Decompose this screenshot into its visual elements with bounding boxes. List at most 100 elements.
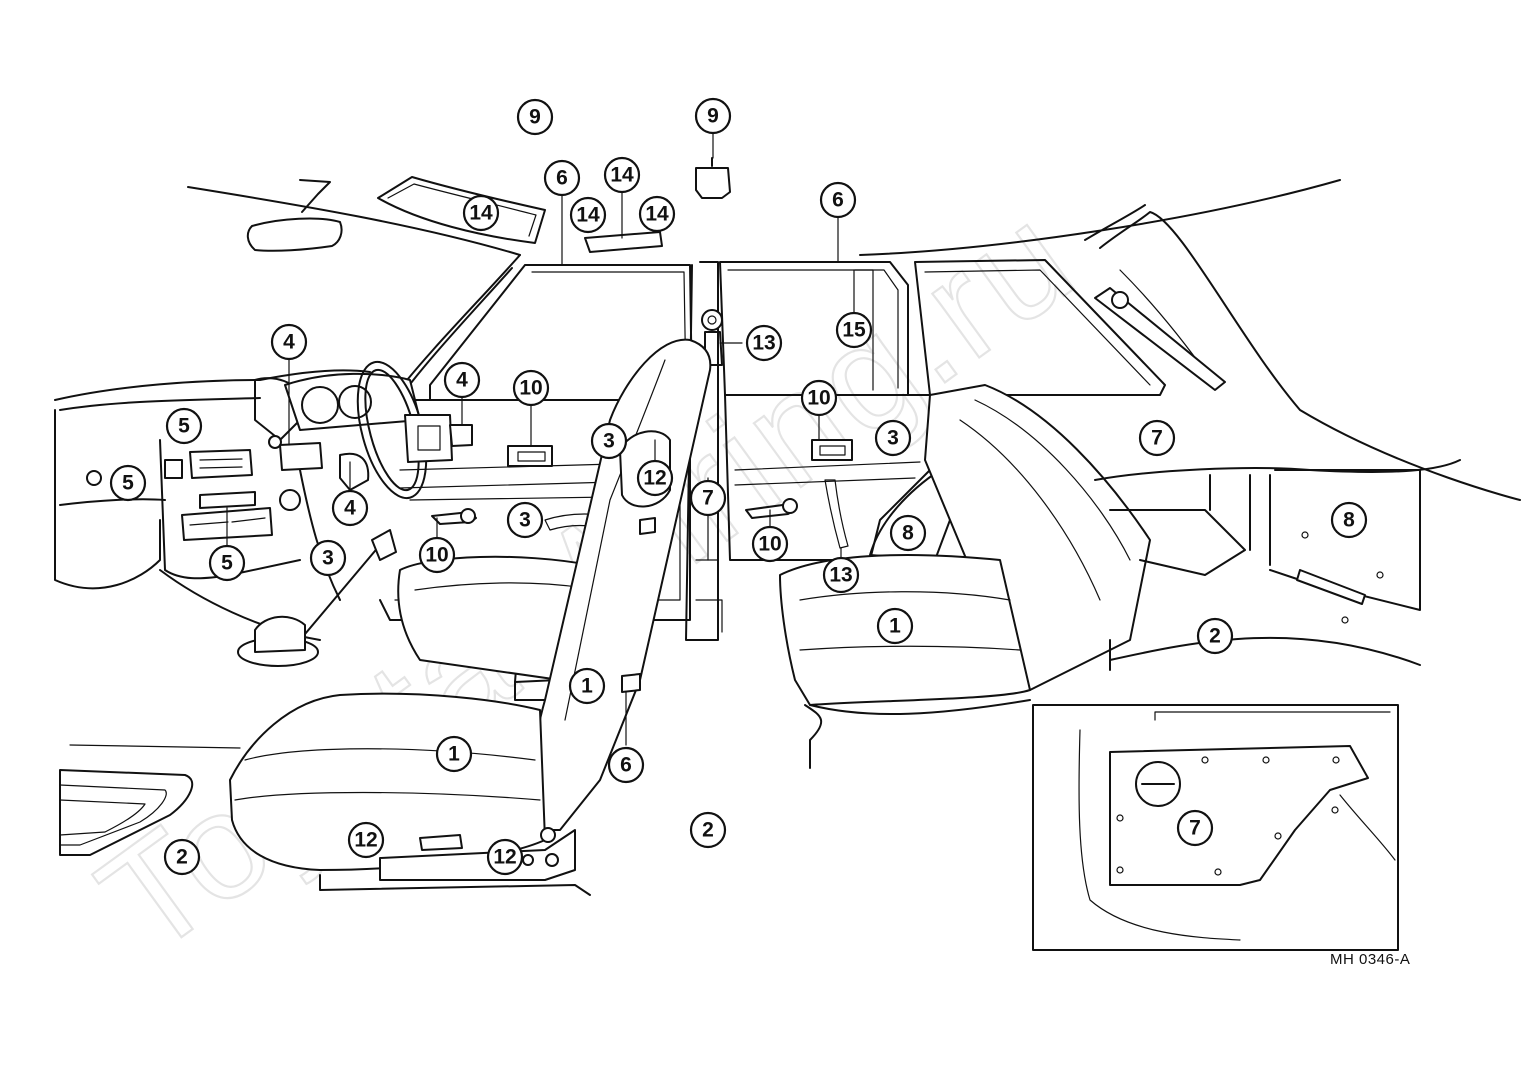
svg-text:5: 5: [178, 415, 190, 438]
svg-text:2: 2: [176, 846, 188, 869]
svg-text:3: 3: [519, 509, 531, 532]
svg-text:14: 14: [610, 164, 634, 187]
svg-text:4: 4: [456, 369, 468, 392]
wiper-switch: [449, 424, 473, 447]
callout-6-b: 6: [819, 181, 857, 219]
front-seat-left: [229, 338, 712, 896]
callout-5-a: 5: [165, 407, 203, 445]
callout-14-d: 14: [638, 195, 676, 233]
svg-text:14: 14: [469, 202, 493, 225]
callout-14-b: 14: [462, 194, 500, 232]
callout-7-a: 7: [1138, 419, 1176, 457]
callout-5-b: 5: [109, 464, 147, 502]
hatch-strut: [1094, 287, 1226, 391]
svg-text:1: 1: [889, 615, 901, 638]
callout-2-b: 2: [689, 811, 727, 849]
callout-8-b: 8: [1330, 501, 1368, 539]
rear-door-window-frame: [719, 261, 909, 396]
callout-4-b: 4: [443, 361, 481, 399]
callout-9-a: 9: [516, 98, 554, 136]
callout-10-a: 10: [512, 369, 550, 407]
svg-text:3: 3: [322, 547, 334, 570]
seat-adjuster-lever: [419, 834, 463, 851]
clock-unit: [164, 459, 183, 479]
callout-12-c: 12: [486, 838, 524, 876]
callout-10-c: 10: [418, 536, 456, 574]
svg-text:8: 8: [902, 522, 914, 545]
cargo-area: [1094, 459, 1461, 671]
callout-15: 15: [835, 311, 873, 349]
callout-10-b: 10: [800, 379, 838, 417]
svg-text:10: 10: [807, 387, 830, 410]
callout-1-c: 1: [435, 735, 473, 773]
svg-text:5: 5: [221, 552, 233, 575]
svg-text:10: 10: [519, 377, 542, 400]
callout-12-a: 12: [636, 459, 674, 497]
svg-text:3: 3: [603, 430, 615, 453]
svg-text:2: 2: [702, 819, 714, 842]
callout-1-a: 1: [876, 607, 914, 645]
callout-5-c: 5: [208, 544, 246, 582]
svg-text:6: 6: [556, 167, 568, 190]
callout-13-a: 13: [745, 324, 783, 362]
assist-grip: [584, 231, 663, 253]
callout-4-a: 4: [270, 323, 308, 361]
svg-text:10: 10: [758, 533, 781, 556]
roof-rear-edge: [859, 179, 1341, 256]
svg-text:6: 6: [832, 189, 844, 212]
callout-2-a: 2: [1196, 617, 1234, 655]
sun-visor: [377, 176, 546, 244]
seatbelt-anchor-upper: [701, 309, 723, 366]
svg-text:2: 2: [1209, 625, 1221, 648]
callout-3-d: 3: [309, 539, 347, 577]
callout-1-b: 1: [568, 667, 606, 705]
callout-7-b: 7: [689, 479, 727, 517]
svg-text:8: 8: [1343, 509, 1355, 532]
svg-text:12: 12: [643, 467, 666, 490]
radio-unit: [189, 449, 253, 479]
callout-3-a: 3: [590, 422, 628, 460]
callout-6-a: 6: [543, 159, 581, 197]
svg-text:12: 12: [493, 846, 516, 869]
callout-4-c: 4: [331, 489, 369, 527]
svg-text:13: 13: [829, 564, 852, 587]
rear-view-mirror: [246, 179, 343, 252]
callout-3-b: 3: [874, 419, 912, 457]
callout-14-c: 14: [569, 196, 607, 234]
svg-text:5: 5: [122, 472, 134, 495]
svg-text:14: 14: [576, 204, 600, 227]
floor-mat: [59, 744, 241, 856]
svg-text:1: 1: [448, 743, 460, 766]
callout-10-d: 10: [751, 525, 789, 563]
dashboard: [54, 360, 473, 641]
callout-6-c: 6: [607, 746, 645, 784]
callout-8-a: 8: [889, 514, 927, 552]
callout-9-b: 9: [694, 97, 732, 135]
callout-13-b: 13: [822, 556, 860, 594]
callout-14-a: 14: [603, 156, 641, 194]
svg-text:10: 10: [425, 544, 448, 567]
callout-12-b: 12: [347, 821, 385, 859]
callouts: 9 9 6 14 14 14 14 6 15 13 4 4 10 10 5 3 …: [109, 97, 1368, 876]
svg-text:1: 1: [581, 675, 593, 698]
drawing-code: MH 0346-A: [1330, 951, 1410, 968]
dome-light: [695, 157, 731, 199]
rear-door-panel: [724, 394, 931, 561]
line-art: MH 0346-A: [54, 157, 1521, 968]
svg-text:15: 15: [842, 319, 866, 342]
svg-text:3: 3: [887, 427, 899, 450]
svg-text:14: 14: [645, 203, 669, 226]
svg-text:12: 12: [354, 829, 377, 852]
inset-detail: [1032, 704, 1399, 951]
callout-7-c: 7: [1176, 809, 1214, 847]
svg-text:7: 7: [702, 487, 714, 510]
svg-text:13: 13: [752, 332, 775, 355]
roof-front-edge: [187, 186, 521, 256]
shift-lever: [237, 529, 397, 667]
svg-text:4: 4: [283, 331, 295, 354]
callout-3-c: 3: [506, 501, 544, 539]
svg-text:6: 6: [620, 754, 632, 777]
callout-2-c: 2: [163, 838, 201, 876]
svg-text:4: 4: [344, 497, 356, 520]
